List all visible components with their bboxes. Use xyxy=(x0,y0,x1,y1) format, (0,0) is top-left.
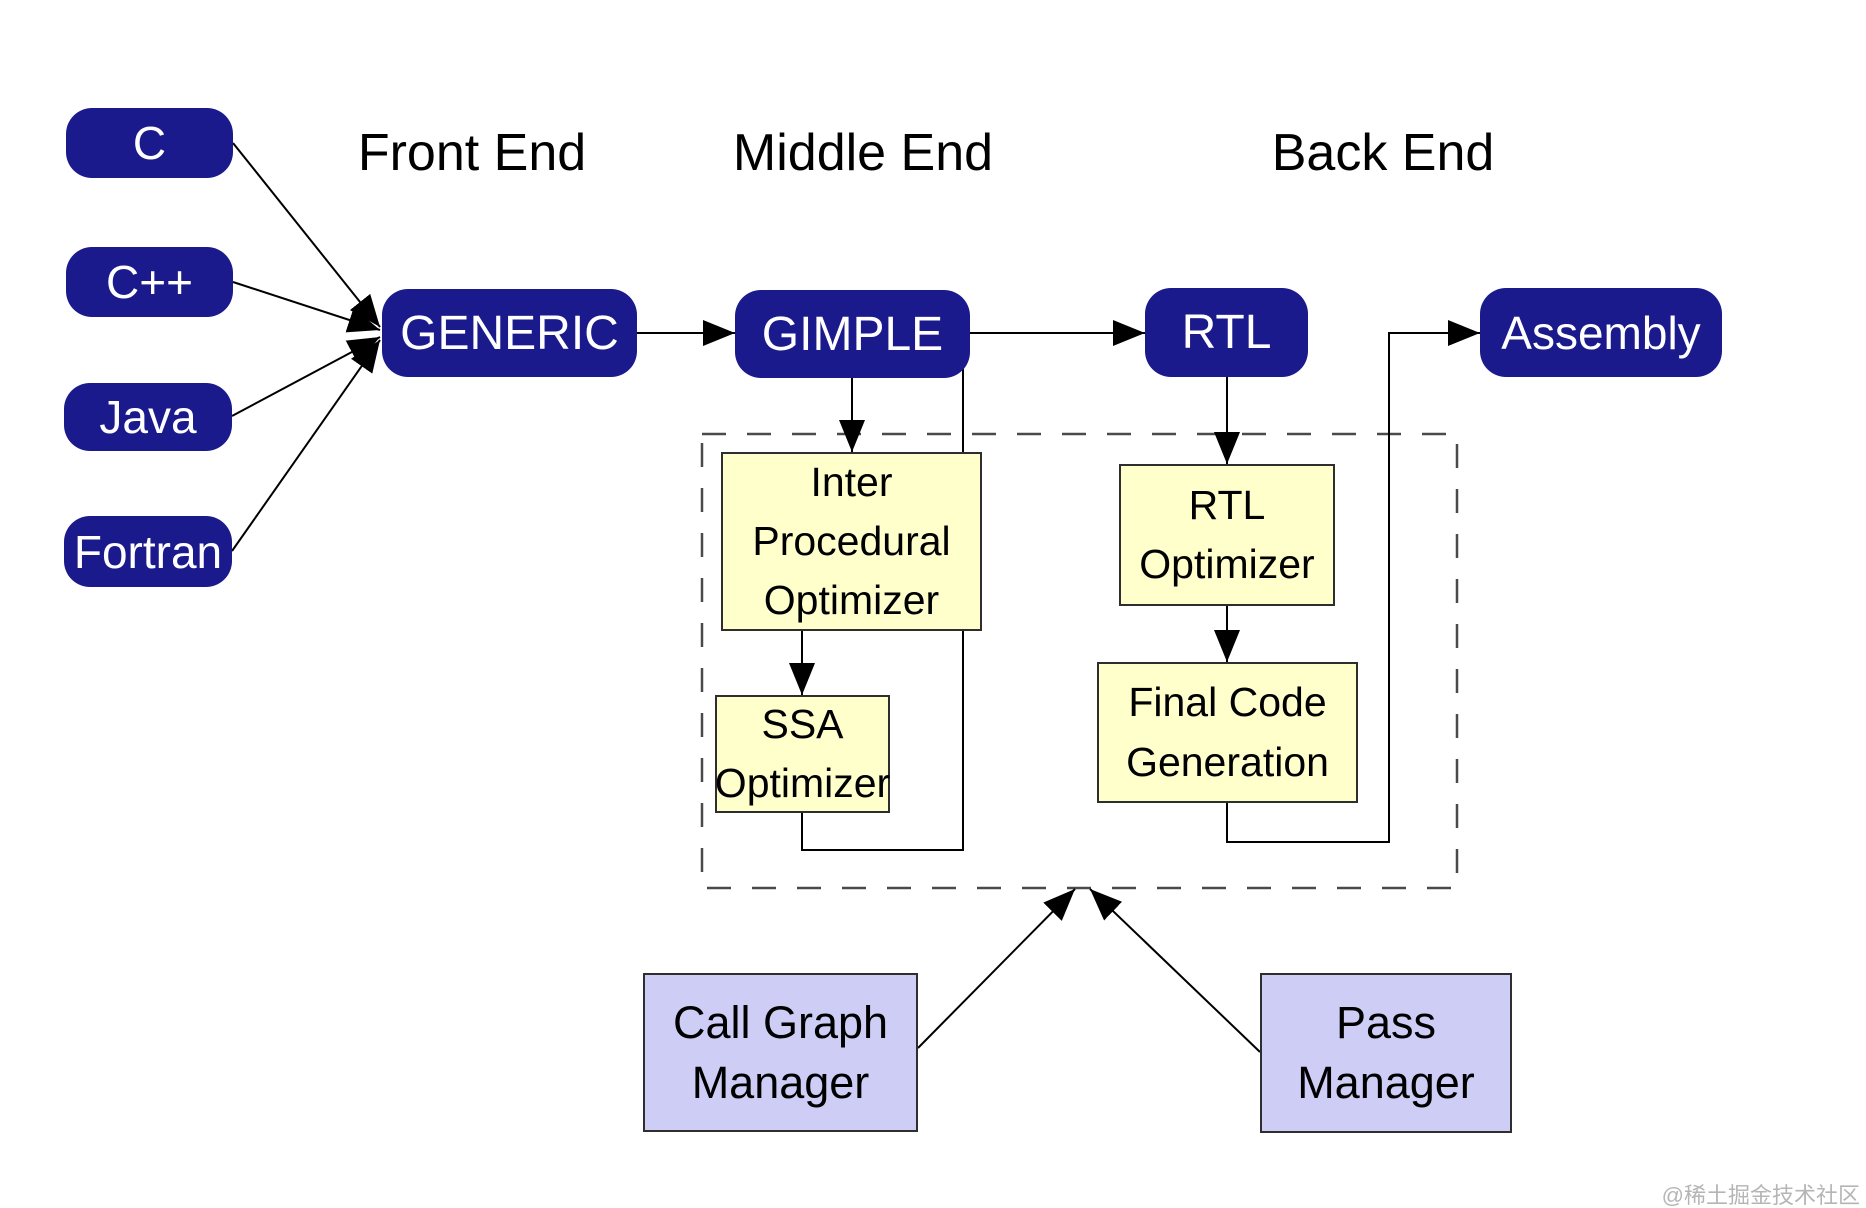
optimizer-boundary-dashed-box xyxy=(700,432,1459,890)
watermark: @稀土掘金技术社区 xyxy=(1661,1183,1860,1208)
arrow-final-code-to-assembly xyxy=(1226,320,1480,843)
node-gimple: GIMPLE xyxy=(735,290,970,378)
node-generic: GENERIC xyxy=(382,289,637,377)
node-rtl: RTL xyxy=(1145,288,1308,377)
arrow-ssa-to-rtl xyxy=(801,320,1145,851)
arrow-cpp-to-generic xyxy=(232,281,381,333)
arrow-java-to-generic xyxy=(231,336,381,417)
arrow-pass-manager-to-boundary xyxy=(1089,888,1261,1053)
node-fortran: Fortran xyxy=(64,516,232,587)
node-call-graph-manager: Call Graph Manager xyxy=(643,973,918,1132)
node-c: C xyxy=(66,108,233,178)
node-assembly: Assembly xyxy=(1480,288,1722,377)
arrow-call-graph-manager-to-boundary xyxy=(917,888,1076,1049)
arrow-fortran-to-generic xyxy=(231,339,381,552)
label-back-end: Back End xyxy=(1271,124,1495,182)
arrow-c-to-generic xyxy=(232,142,381,328)
node-pass-manager: Pass Manager xyxy=(1260,973,1512,1133)
node-rtl-optimizer: RTL Optimizer xyxy=(1119,464,1335,606)
label-front-end: Front End xyxy=(357,124,587,182)
node-final-code-generation: Final Code Generation xyxy=(1097,662,1358,803)
label-middle-end: Middle End xyxy=(732,124,994,182)
node-cpp: C++ xyxy=(66,247,233,317)
node-inter-procedural-optimizer: Inter Procedural Optimizer xyxy=(721,452,982,631)
node-java: Java xyxy=(64,383,232,451)
node-ssa-optimizer: SSA Optimizer xyxy=(715,695,890,813)
